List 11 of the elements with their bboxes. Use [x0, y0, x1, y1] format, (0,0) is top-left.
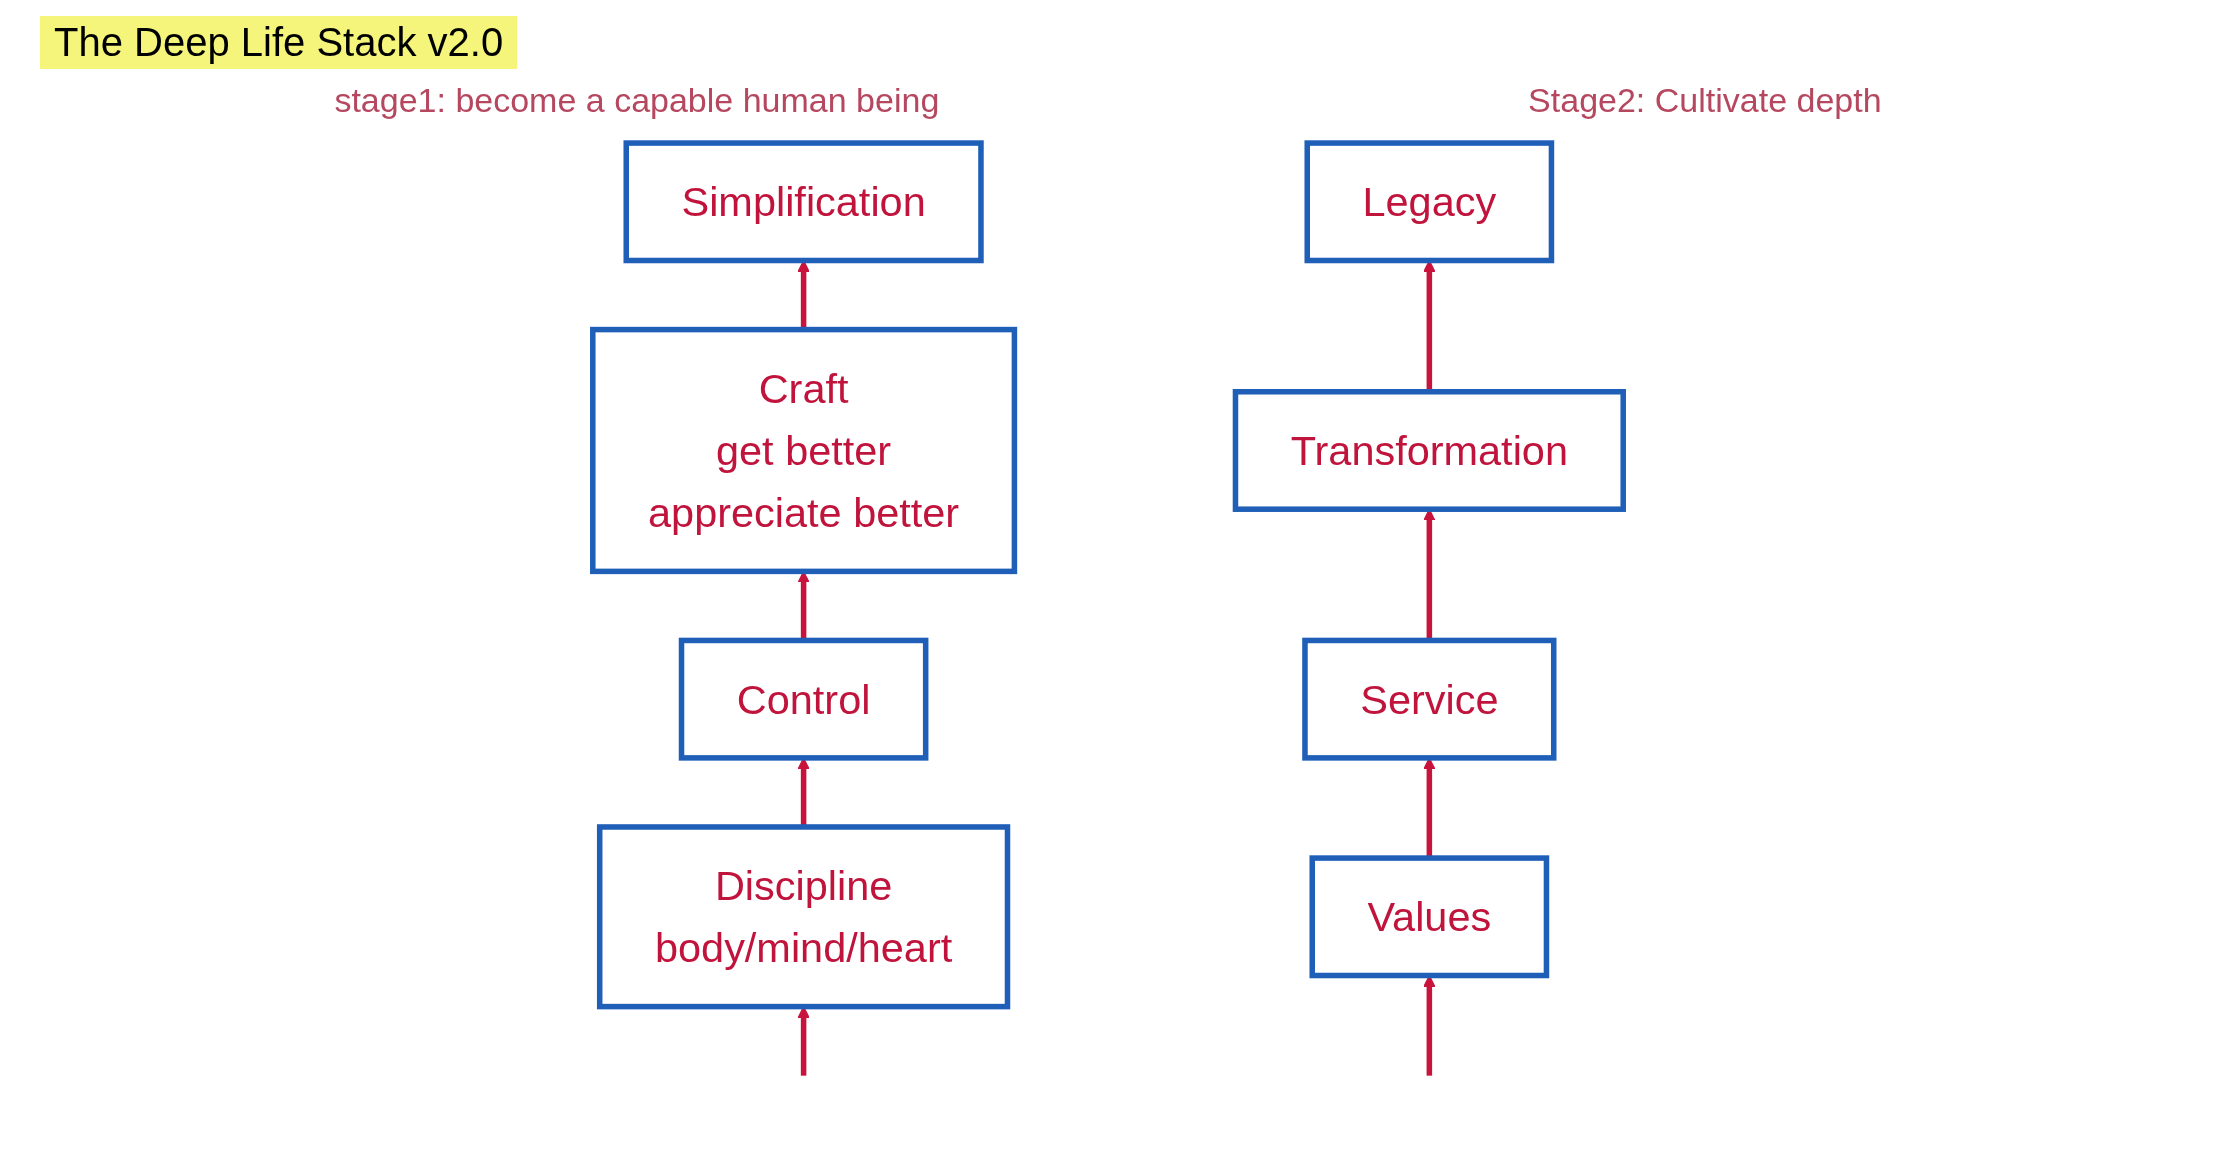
- stage-heading: stage1: become a capable human being: [334, 81, 940, 120]
- node-box: Discipline body/mind/heart: [596, 824, 1011, 1010]
- node-box: Simplification: [623, 140, 984, 264]
- stage-heading: Stage2: Cultivate depth: [1528, 81, 1882, 120]
- node-box: Values: [1309, 855, 1550, 979]
- node-box: Transformation: [1232, 389, 1626, 512]
- title: The Deep Life Stack v2.0: [40, 16, 518, 69]
- node-box: Service: [1302, 637, 1557, 761]
- node-box: Craft get better appreciate better: [590, 326, 1018, 575]
- node-box: Legacy: [1304, 140, 1555, 264]
- node-box: Control: [678, 637, 929, 761]
